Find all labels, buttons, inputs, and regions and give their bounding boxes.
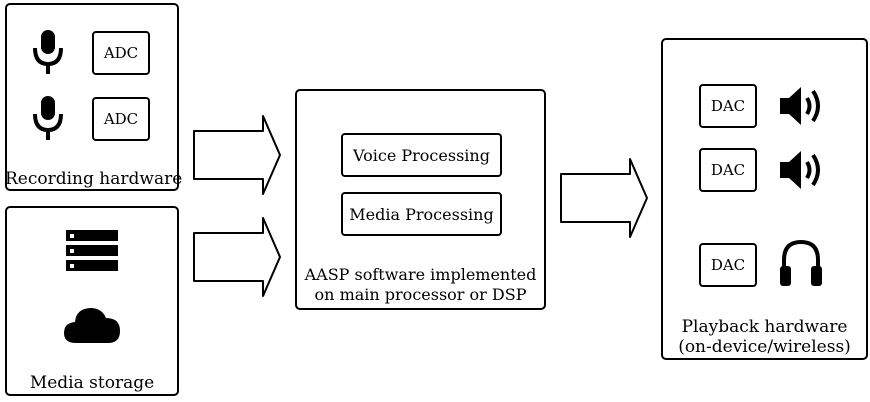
playback-hardware-label-line1: Playback hardware xyxy=(681,317,848,337)
media-storage-label: Media storage xyxy=(29,373,155,393)
dac-box-1: DAC xyxy=(699,84,757,128)
dac-box-2: DAC xyxy=(699,148,757,192)
aasp-caption-line1: AASP software implemented xyxy=(304,265,537,284)
aasp-caption-line2: on main processor or DSP xyxy=(314,285,527,304)
voice-processing-block: Voice Processing xyxy=(341,133,502,177)
cloud-icon xyxy=(64,308,120,343)
playback-hardware-panel xyxy=(661,38,868,360)
playback-hardware-label-line2: (on-device/wireless) xyxy=(678,337,851,357)
adc-box-2: ADC xyxy=(92,97,150,141)
media-processing-block: Media Processing xyxy=(341,192,502,236)
server-icon xyxy=(66,230,118,271)
recording-hardware-label: Recording hardware xyxy=(5,169,183,189)
speaker-icon xyxy=(780,87,820,125)
headphones-icon xyxy=(780,239,822,286)
arrow-recording-to-aasp xyxy=(193,115,281,195)
dac-box-3: DAC xyxy=(699,243,757,287)
microphone-icon xyxy=(33,30,63,74)
speaker-icon xyxy=(780,151,820,189)
arrow-aasp-to-playback xyxy=(560,158,648,238)
adc-box-1: ADC xyxy=(92,31,150,75)
microphone-icon xyxy=(33,96,63,140)
arrow-storage-to-aasp xyxy=(193,217,281,297)
